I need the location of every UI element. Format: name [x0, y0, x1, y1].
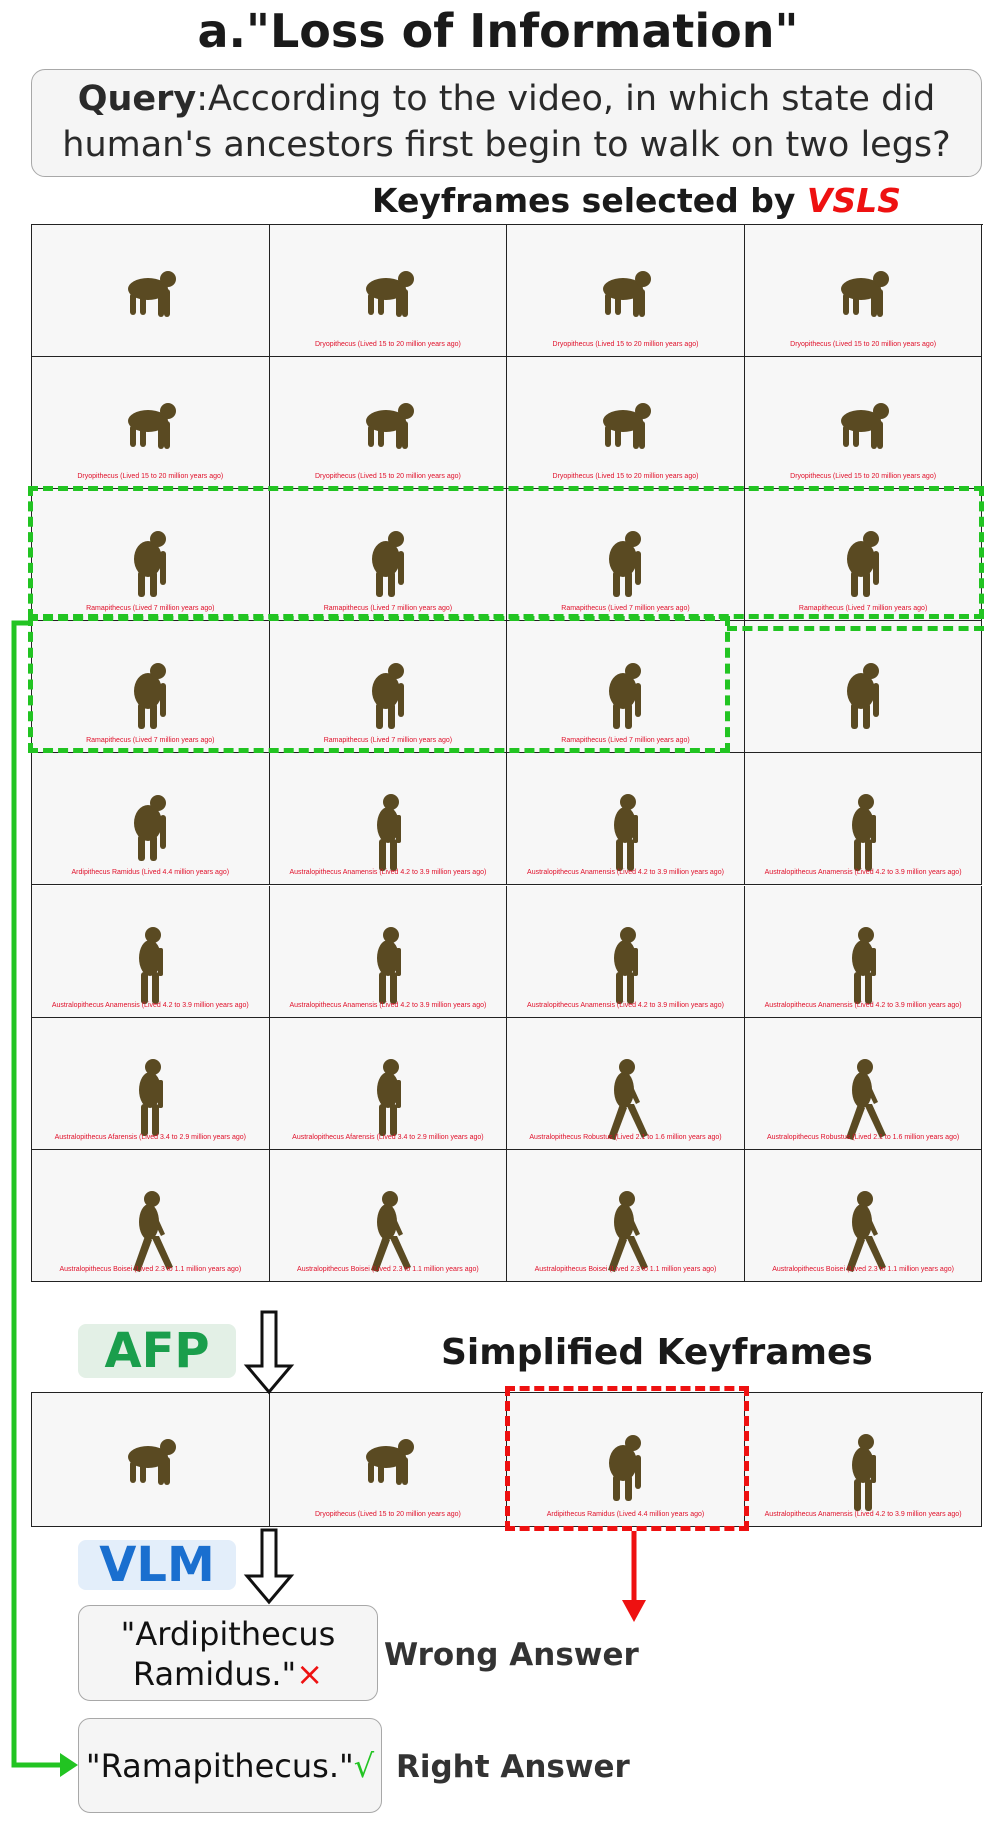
- frame-caption: Ramapithecus (Lived 7 million years ago): [798, 605, 928, 613]
- frame-caption: Ardipithecus Ramidus (Lived 4.4 million …: [546, 1510, 705, 1518]
- red-down-arrow-icon: [622, 1531, 646, 1622]
- keyframes-grid: Dryopithecus (Lived 15 to 20 million yea…: [31, 224, 983, 1282]
- simplified-frame-1: [32, 1393, 270, 1527]
- frame-caption: Australopithecus Anamensis (Lived 4.2 to…: [51, 1001, 249, 1009]
- frame-caption: Australopithecus Robustus (Lived 2.1 to …: [766, 1133, 960, 1141]
- keyframe-frame-31: Australopithecus Boisei (Lived 2.3 to 1.…: [507, 1149, 745, 1282]
- frame-caption: Australopithecus Anamensis (Lived 4.2 to…: [289, 1001, 487, 1009]
- keyframe-frame-8: Dryopithecus (Lived 15 to 20 million yea…: [744, 357, 983, 490]
- frame-caption: Australopithecus Anamensis (Lived 4.2 to…: [764, 869, 962, 877]
- simplified-frame-3: Ardipithecus Ramidus (Lived 4.4 million …: [507, 1393, 745, 1527]
- frame-caption: Dryopithecus (Lived 15 to 20 million yea…: [314, 1510, 461, 1518]
- keyframe-frame-24: Australopithecus Anamensis (Lived 4.2 to…: [744, 885, 983, 1018]
- frame-caption: Australopithecus Robustus (Lived 2.1 to …: [529, 1133, 722, 1141]
- keyframe-frame-2: Dryopithecus (Lived 15 to 20 million yea…: [269, 225, 508, 358]
- keyframe-frame-17: Ardipithecus Ramidus (Lived 4.4 million …: [32, 753, 270, 886]
- right-answer-box: "Ramapithecus."√: [78, 1718, 382, 1813]
- frame-caption: Ramapithecus (Lived 7 million years ago): [561, 605, 690, 613]
- frame-caption: Australopithecus Anamensis (Lived 4.2 to…: [764, 1001, 962, 1009]
- keyframes-heading-prefix: Keyframes selected by: [372, 181, 807, 220]
- frame-caption: Australopithecus Boisei (Lived 2.3 to 1.…: [534, 1265, 717, 1273]
- keyframe-frame-4: Dryopithecus (Lived 15 to 20 million yea…: [744, 225, 983, 358]
- frame-caption: Australopithecus Afarensis (Lived 3.4 to…: [54, 1133, 247, 1141]
- frame-caption: Australopithecus Boisei (Lived 2.3 to 1.…: [772, 1265, 954, 1273]
- keyframe-frame-15: Ramapithecus (Lived 7 million years ago): [507, 621, 745, 754]
- frame-caption: Australopithecus Anamensis (Lived 4.2 to…: [289, 869, 487, 877]
- afp-down-arrow-icon: [243, 1310, 295, 1395]
- query-label: Query: [77, 79, 197, 119]
- query-box: Query:According to the video, in which s…: [31, 69, 982, 177]
- simplified-frame-4: Australopithecus Anamensis (Lived 4.2 to…: [744, 1393, 983, 1527]
- frame-caption: Ramapithecus (Lived 7 million years ago): [323, 737, 453, 745]
- vlm-tag: VLM: [78, 1540, 236, 1590]
- check-mark-icon: √: [353, 1747, 375, 1785]
- right-answer-text: "Ramapithecus.": [85, 1747, 354, 1785]
- keyframe-frame-23: Australopithecus Anamensis (Lived 4.2 to…: [507, 885, 745, 1018]
- keyframe-frame-25: Australopithecus Afarensis (Lived 3.4 to…: [32, 1017, 270, 1150]
- frame-caption: Dryopithecus (Lived 15 to 20 million yea…: [552, 473, 699, 481]
- right-answer-label: Right Answer: [396, 1749, 630, 1785]
- keyframe-frame-7: Dryopithecus (Lived 15 to 20 million yea…: [507, 357, 745, 490]
- simplified-keyframes-heading: Simplified Keyframes: [441, 1332, 873, 1373]
- keyframe-frame-14: Ramapithecus (Lived 7 million years ago): [269, 621, 508, 754]
- frame-caption: Ramapithecus (Lived 7 million years ago): [561, 737, 690, 745]
- frame-caption: Ardipithecus Ramidus (Lived 4.4 million …: [71, 869, 230, 877]
- keyframe-frame-18: Australopithecus Anamensis (Lived 4.2 to…: [269, 753, 508, 886]
- vsls-method-label: VSLS: [806, 181, 901, 220]
- wrong-answer-line1: "Ardipithecus: [120, 1615, 336, 1653]
- keyframe-frame-27: Australopithecus Robustus (Lived 2.1 to …: [507, 1017, 745, 1150]
- frame-caption: Dryopithecus (Lived 15 to 20 million yea…: [790, 473, 937, 481]
- frame-caption: Dryopithecus (Lived 15 to 20 million yea…: [314, 341, 461, 349]
- wrong-answer-line2: Ramidus.": [132, 1655, 297, 1693]
- keyframe-frame-28: Australopithecus Robustus (Lived 2.1 to …: [744, 1017, 983, 1150]
- frame-caption: Australopithecus Boisei (Lived 2.3 to 1.…: [59, 1265, 242, 1273]
- keyframe-frame-20: Australopithecus Anamensis (Lived 4.2 to…: [744, 753, 983, 886]
- keyframe-frame-22: Australopithecus Anamensis (Lived 4.2 to…: [269, 885, 508, 1018]
- keyframe-frame-16: [744, 621, 983, 754]
- frame-caption: Ramapithecus (Lived 7 million years ago): [86, 605, 215, 613]
- frame-caption: Australopithecus Anamensis (Lived 4.2 to…: [527, 1001, 724, 1009]
- keyframe-frame-19: Australopithecus Anamensis (Lived 4.2 to…: [507, 753, 745, 886]
- keyframe-frame-10: Ramapithecus (Lived 7 million years ago): [269, 489, 508, 622]
- keyframe-frame-9: Ramapithecus (Lived 7 million years ago): [32, 489, 270, 622]
- figure-title: a."Loss of Information": [197, 4, 799, 58]
- frame-caption: Ramapithecus (Lived 7 million years ago): [86, 737, 215, 745]
- frame-caption: Australopithecus Anamensis (Lived 4.2 to…: [764, 1510, 962, 1518]
- frame-caption: Ramapithecus (Lived 7 million years ago): [323, 605, 453, 613]
- green-elbow-arrow-icon: [11, 620, 78, 1777]
- keyframes-heading: Keyframes selected by VSLS: [372, 181, 901, 220]
- query-text: :According to the video, in which state …: [62, 79, 951, 165]
- keyframe-frame-12: Ramapithecus (Lived 7 million years ago): [744, 489, 983, 622]
- keyframe-frame-1: [32, 225, 270, 358]
- keyframe-frame-30: Australopithecus Boisei (Lived 2.3 to 1.…: [269, 1149, 508, 1282]
- frame-caption: Dryopithecus (Lived 15 to 20 million yea…: [790, 341, 937, 349]
- simplified-frame-2: Dryopithecus (Lived 15 to 20 million yea…: [269, 1393, 508, 1527]
- keyframe-frame-29: Australopithecus Boisei (Lived 2.3 to 1.…: [32, 1149, 270, 1282]
- frame-caption: Dryopithecus (Lived 15 to 20 million yea…: [314, 473, 461, 481]
- cross-mark-icon: ×: [296, 1655, 324, 1693]
- wrong-answer-label: Wrong Answer: [384, 1637, 639, 1673]
- keyframe-frame-26: Australopithecus Afarensis (Lived 3.4 to…: [269, 1017, 508, 1150]
- keyframe-frame-5: Dryopithecus (Lived 15 to 20 million yea…: [32, 357, 270, 490]
- frame-caption: Dryopithecus (Lived 15 to 20 million yea…: [552, 341, 699, 349]
- wrong-answer-box: "Ardipithecus Ramidus."×: [78, 1605, 378, 1701]
- vlm-down-arrow-icon: [243, 1528, 295, 1605]
- frame-caption: Australopithecus Boisei (Lived 2.3 to 1.…: [297, 1265, 479, 1273]
- afp-tag: AFP: [78, 1324, 236, 1378]
- keyframe-frame-21: Australopithecus Anamensis (Lived 4.2 to…: [32, 885, 270, 1018]
- keyframe-frame-32: Australopithecus Boisei (Lived 2.3 to 1.…: [744, 1149, 983, 1282]
- keyframe-frame-3: Dryopithecus (Lived 15 to 20 million yea…: [507, 225, 745, 358]
- keyframe-frame-6: Dryopithecus (Lived 15 to 20 million yea…: [269, 357, 508, 490]
- frame-caption: Australopithecus Anamensis (Lived 4.2 to…: [527, 869, 724, 877]
- frame-caption: Dryopithecus (Lived 15 to 20 million yea…: [77, 473, 224, 481]
- frame-caption: Australopithecus Afarensis (Lived 3.4 to…: [292, 1133, 484, 1141]
- keyframe-frame-11: Ramapithecus (Lived 7 million years ago): [507, 489, 745, 622]
